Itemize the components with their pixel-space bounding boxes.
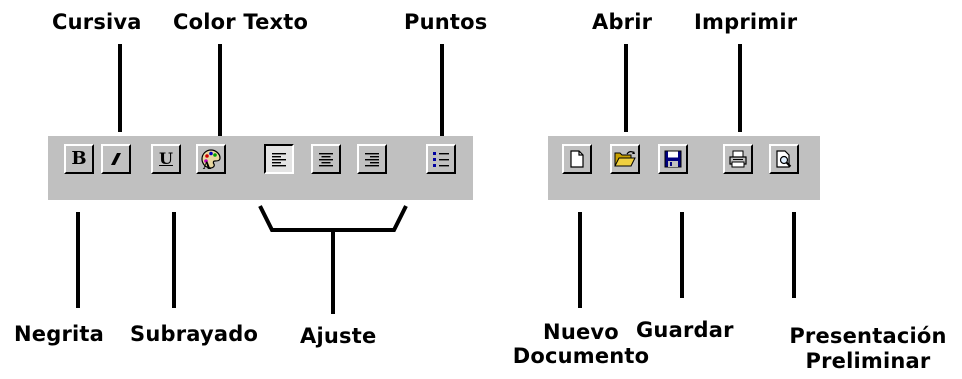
label-ajuste: Ajuste [300,324,377,348]
label-presentacion: Presentación [789,324,947,348]
align-left-icon [272,153,286,167]
leader-line-subrayado [172,212,176,308]
save-button[interactable] [658,144,688,174]
leader-line-cursiva [118,44,122,132]
italic-button[interactable] [101,144,131,174]
leader-line-abrir [624,44,628,132]
align-center-icon [319,153,333,167]
svg-text:A: A [202,161,211,170]
underline-icon: U [159,149,173,168]
printer-icon [729,150,747,168]
leader-line-guardar [680,212,684,298]
label-cursiva: Cursiva [52,10,142,34]
label-color-texto: Color Texto [173,10,309,34]
ajuste-bracket [258,205,408,232]
label-puntos: Puntos [404,10,488,34]
leader-line-color-texto [218,44,222,136]
align-left-button[interactable] [264,144,294,174]
label-guardar: Guardar [636,318,734,342]
label-imprimir: Imprimir [694,10,798,34]
leader-line-presentacion [792,212,796,298]
print-preview-button[interactable] [769,144,799,174]
italic-icon [111,153,121,165]
bullets-button[interactable] [426,144,456,174]
floppy-disk-icon [664,150,682,168]
align-right-button[interactable] [357,144,387,174]
label-preliminar: Preliminar [805,349,931,373]
label-negrita: Negrita [14,322,105,346]
new-document-icon [570,150,584,168]
label-documento: Documento [512,344,650,368]
leader-line-negrita [76,212,80,308]
open-button[interactable] [610,144,640,174]
underline-button[interactable]: U [151,144,181,174]
print-button[interactable] [723,144,753,174]
label-abrir: Abrir [592,10,653,34]
new-document-button[interactable] [562,144,592,174]
font-color-button[interactable]: A [196,144,226,174]
label-nuevo: Nuevo [543,320,619,344]
leader-line-puntos [440,44,444,138]
leader-line-imprimir [738,44,742,132]
palette-icon: A [201,149,221,170]
align-right-icon [365,153,379,167]
label-subrayado: Subrayado [130,322,259,346]
align-center-button[interactable] [311,144,341,174]
bold-icon: B [71,148,87,169]
bullet-list-icon [433,152,449,167]
leader-line-nuevo-documento [578,212,582,308]
print-preview-icon [776,150,792,168]
bold-button[interactable]: B [64,144,94,174]
leader-line-ajuste [331,230,335,314]
open-folder-icon [614,151,636,167]
